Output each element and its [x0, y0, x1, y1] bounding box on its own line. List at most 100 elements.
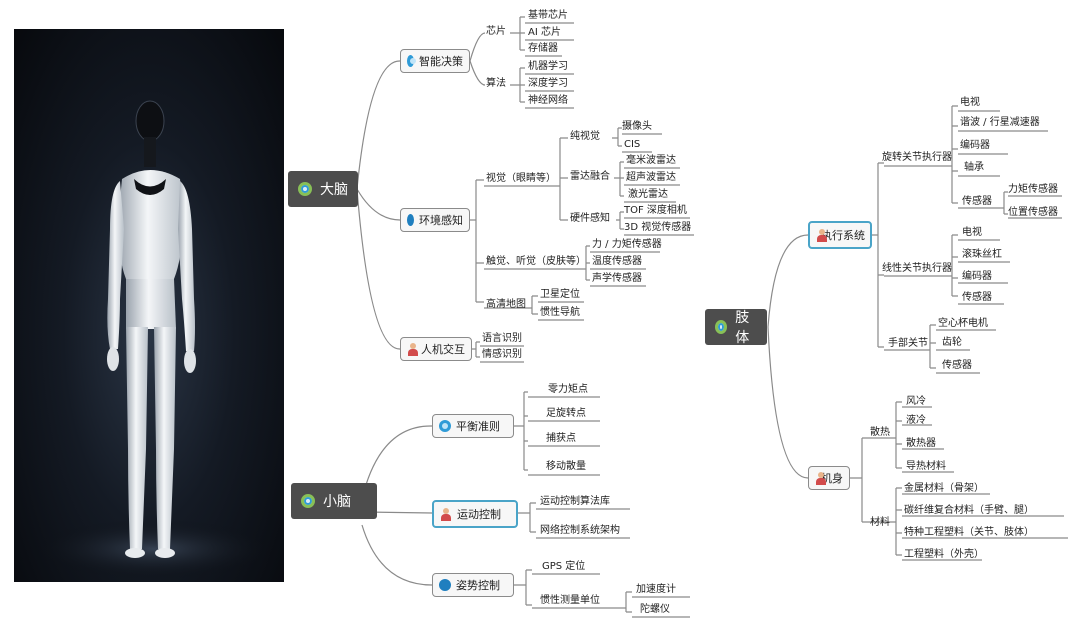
leaf-item: 碳纤维复合材料（手臂、腿）	[904, 505, 1034, 516]
chat-bubble-icon	[407, 55, 416, 67]
branch-hardware: 硬件感知	[570, 213, 610, 224]
leaf-item: 情感识别	[482, 349, 522, 360]
node-decision-label: 智能决策	[419, 55, 463, 68]
node-posture[interactable]: 姿势控制	[432, 573, 514, 597]
target-icon	[715, 320, 728, 334]
leaf-item: 编码器	[960, 140, 990, 151]
leaf-item: 金属材料（骨架）	[904, 483, 984, 494]
leaf-item: 风冷	[906, 396, 926, 407]
leaf-item: 基带芯片	[528, 10, 568, 21]
leaf-item: 卫星定位	[540, 289, 580, 300]
root-limb-label: 肢体	[735, 310, 750, 346]
leaf-item: 激光雷达	[628, 189, 668, 200]
leaf-item: 陀螺仪	[640, 604, 670, 615]
branch-algorithm: 算法	[486, 78, 506, 89]
node-motion-label: 运动控制	[457, 508, 501, 521]
leaf-item: 捕获点	[546, 433, 576, 444]
leaf-item: 机器学习	[528, 61, 568, 72]
robot-figure	[34, 100, 274, 579]
branch-imu: 惯性测量单位	[540, 595, 600, 606]
person-icon	[815, 471, 826, 485]
leaf-item: 液冷	[906, 415, 926, 426]
node-perception[interactable]: 环境感知	[400, 208, 470, 232]
gear-icon	[439, 579, 451, 591]
root-cerebellum-label: 小脑	[323, 494, 351, 510]
leaf-item: 网络控制系统架构	[540, 525, 620, 536]
leaf-item: AI 芯片	[528, 27, 561, 38]
node-perception-label: 环境感知	[419, 214, 463, 227]
leaf-item: 神经网络	[528, 95, 568, 106]
branch-cooling: 散热	[870, 427, 890, 438]
leaf-item: 谐波 / 行星减速器	[960, 117, 1040, 128]
leaf-item: 传感器	[942, 360, 972, 371]
leaf-item: 散热器	[906, 438, 936, 449]
person-icon	[440, 507, 452, 521]
leaf-item: 摄像头	[622, 121, 652, 132]
leaf-item: CIS	[624, 139, 641, 150]
node-posture-label: 姿势控制	[456, 579, 500, 592]
leaf-item: 空心杯电机	[938, 318, 988, 329]
branch-hand: 手部关节	[888, 338, 928, 349]
leaf-item: 工程塑料（外壳）	[904, 549, 984, 560]
leaf-item: 零力矩点	[548, 384, 588, 395]
leaf-item: 传感器	[962, 292, 992, 303]
chat-bubble-icon	[439, 420, 451, 432]
leaf-item: 温度传感器	[592, 256, 642, 267]
node-frame-label: 机身	[821, 472, 843, 485]
person-icon	[407, 342, 418, 356]
root-limb[interactable]: 肢体	[705, 309, 767, 346]
leaf-item: 运动控制算法库	[540, 496, 610, 507]
leaf-item: 力矩传感器	[1008, 184, 1058, 195]
branch-touch: 触觉、听觉（皮肤等）	[486, 256, 586, 267]
root-brain-label: 大脑	[320, 182, 348, 198]
node-hci[interactable]: 人机交互	[400, 337, 472, 361]
leaf-item: 力 / 力矩传感器	[592, 239, 662, 250]
leaf-item: 存储器	[528, 43, 558, 54]
node-actuation[interactable]: 执行系统	[808, 221, 872, 249]
leaf-item: 毫米波雷达	[626, 155, 676, 166]
leaf-item: 移动散量	[546, 461, 586, 472]
leaf-item: 深度学习	[528, 78, 568, 89]
node-decision[interactable]: 智能决策	[400, 49, 470, 73]
leaf-item: 导热材料	[906, 461, 946, 472]
leaf-item: 滚珠丝杠	[962, 249, 1002, 260]
node-motion[interactable]: 运动控制	[432, 500, 518, 528]
branch-rotary: 旋转关节执行器	[882, 152, 952, 163]
root-brain[interactable]: 大脑	[288, 171, 358, 207]
branch-vision: 视觉（眼睛等）	[486, 173, 556, 184]
leaf-item: 特种工程塑料（关节、肢体）	[904, 527, 1034, 538]
leaf-item: 电视	[960, 97, 980, 108]
branch-pure-vision: 纯视觉	[570, 131, 600, 142]
node-balance-label: 平衡准则	[456, 420, 500, 433]
branch-chip: 芯片	[486, 26, 506, 37]
leaf-item: 超声波雷达	[626, 172, 676, 183]
branch-map: 高清地图	[486, 299, 526, 310]
target-icon	[301, 494, 315, 508]
leaf-item: 声学传感器	[592, 273, 642, 284]
node-balance[interactable]: 平衡准则	[432, 414, 514, 438]
branch-rotary-sensor: 传感器	[962, 196, 992, 207]
target-icon	[298, 182, 312, 196]
node-frame[interactable]: 机身	[808, 466, 850, 490]
root-cerebellum[interactable]: 小脑	[291, 483, 377, 519]
leaf-item: 编码器	[962, 271, 992, 282]
leaf-item: GPS 定位	[542, 561, 586, 572]
leaf-item: 惯性导航	[540, 307, 580, 318]
leaf-item: 加速度计	[636, 584, 676, 595]
branch-linear: 线性关节执行器	[882, 263, 952, 274]
node-hci-label: 人机交互	[421, 343, 465, 356]
leaf-item: 齿轮	[942, 337, 962, 348]
leaf-item: TOF 深度相机	[624, 205, 687, 216]
leaf-item: 足旋转点	[546, 408, 586, 419]
leaf-item: 电视	[962, 227, 982, 238]
leaf-item: 轴承	[964, 162, 984, 173]
robot-photo	[14, 29, 284, 582]
branch-radar: 雷达融合	[570, 171, 610, 182]
leaf-item: 位置传感器	[1008, 207, 1058, 218]
leaf-item: 语言识别	[482, 333, 522, 344]
gear-icon	[407, 214, 414, 226]
leaf-item: 3D 视觉传感器	[624, 222, 692, 233]
branch-material: 材料	[870, 517, 890, 528]
node-actuation-label: 执行系统	[821, 229, 865, 242]
